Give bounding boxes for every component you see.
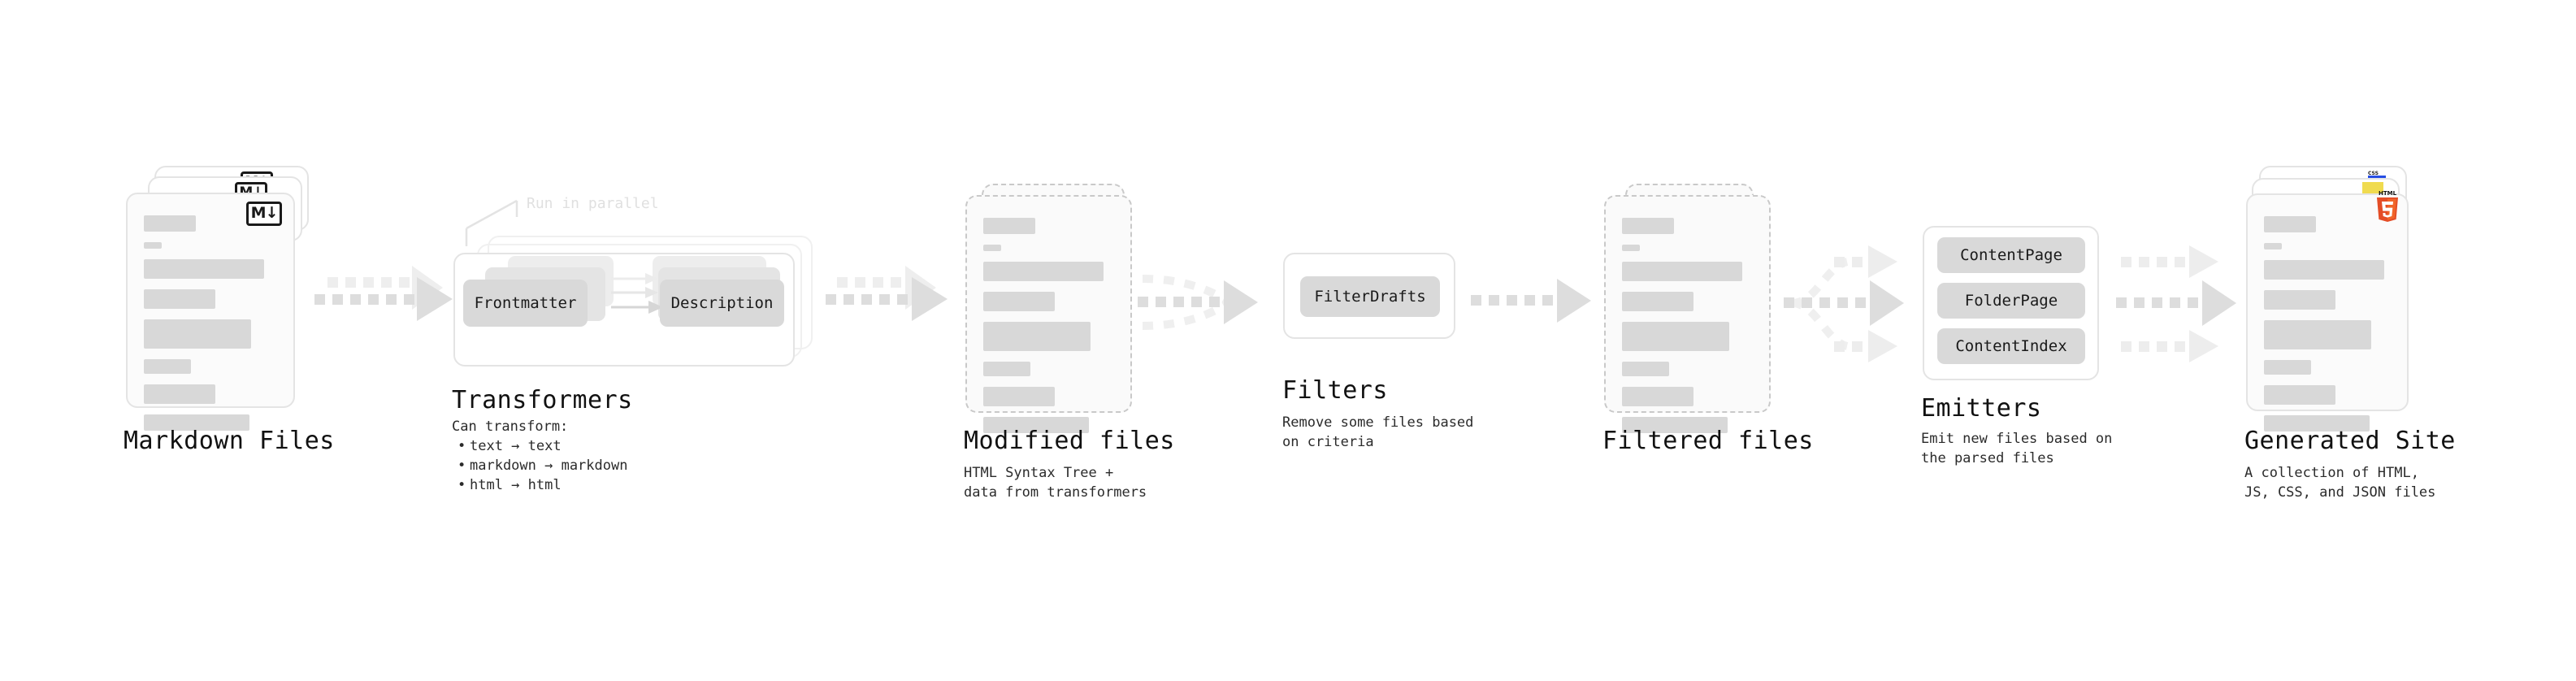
transformer-chip-description[interactable]: Description xyxy=(660,280,784,327)
js-icon xyxy=(2362,182,2383,197)
arrow-markdown-to-transformers xyxy=(305,266,459,354)
filtered-files-title: Filtered files xyxy=(1602,427,1814,455)
emitters-caption: Emit new files based on the parsed files xyxy=(1921,431,2113,466)
html5-icon: HTML xyxy=(2374,189,2401,222)
css-icon: CSS xyxy=(2368,171,2386,179)
markdown-card-front xyxy=(126,193,295,431)
svg-text:HTML: HTML xyxy=(2379,190,2397,197)
modified-files-caption: HTML Syntax Tree + data from transformer… xyxy=(964,465,1147,501)
transformer-chip-frontmatter[interactable]: Frontmatter xyxy=(463,280,588,327)
filters-title: Filters xyxy=(1282,376,1388,405)
transformers-caption-lead: Can transform: xyxy=(452,419,569,435)
emitter-chip-contentpage[interactable]: ContentPage xyxy=(1937,237,2085,273)
transformers-title: Transformers xyxy=(452,386,633,414)
generated-site-title: Generated Site xyxy=(2244,427,2456,455)
emitters-title: Emitters xyxy=(1921,394,2042,423)
markdown-icon-front: M↓ xyxy=(246,202,282,226)
transformer-internal-arrows xyxy=(611,268,700,333)
transform-item-html: html → html xyxy=(458,475,627,495)
run-in-parallel-label: Run in parallel xyxy=(527,195,659,212)
arrow-modified-to-filters xyxy=(1138,264,1284,370)
filter-chip-filterdrafts[interactable]: FilterDrafts xyxy=(1300,276,1440,317)
arrow-filters-to-filtered xyxy=(1471,279,1601,337)
run-in-parallel-bracket xyxy=(455,197,544,258)
markdown-files-title: Markdown Files xyxy=(124,427,335,455)
emitter-chip-contentindex[interactable]: ContentIndex xyxy=(1937,328,2085,364)
arrow-emitters-to-site xyxy=(2113,228,2267,374)
modified-files-title: Modified files xyxy=(964,427,1175,455)
filtered-card-front xyxy=(1604,195,1771,433)
transform-item-markdown: markdown → markdown xyxy=(458,456,628,475)
css-icon-bar xyxy=(2368,176,2386,178)
filters-caption: Remove some files based on criteria xyxy=(1282,414,1474,450)
transform-item-text: text → text xyxy=(458,436,627,456)
generated-site-caption: A collection of HTML, JS, CSS, and JSON … xyxy=(2244,465,2436,501)
modified-card-front xyxy=(965,195,1132,433)
arrow-transformers-to-modified xyxy=(821,266,967,354)
site-card-html xyxy=(2246,193,2409,432)
transformers-caption: Can transform: text → text markdown → ma… xyxy=(452,417,627,495)
emitter-chip-folderpage[interactable]: FolderPage xyxy=(1937,283,2085,319)
css-icon-label: CSS xyxy=(2368,171,2379,176)
arrow-filtered-to-emitters xyxy=(1784,228,1938,374)
